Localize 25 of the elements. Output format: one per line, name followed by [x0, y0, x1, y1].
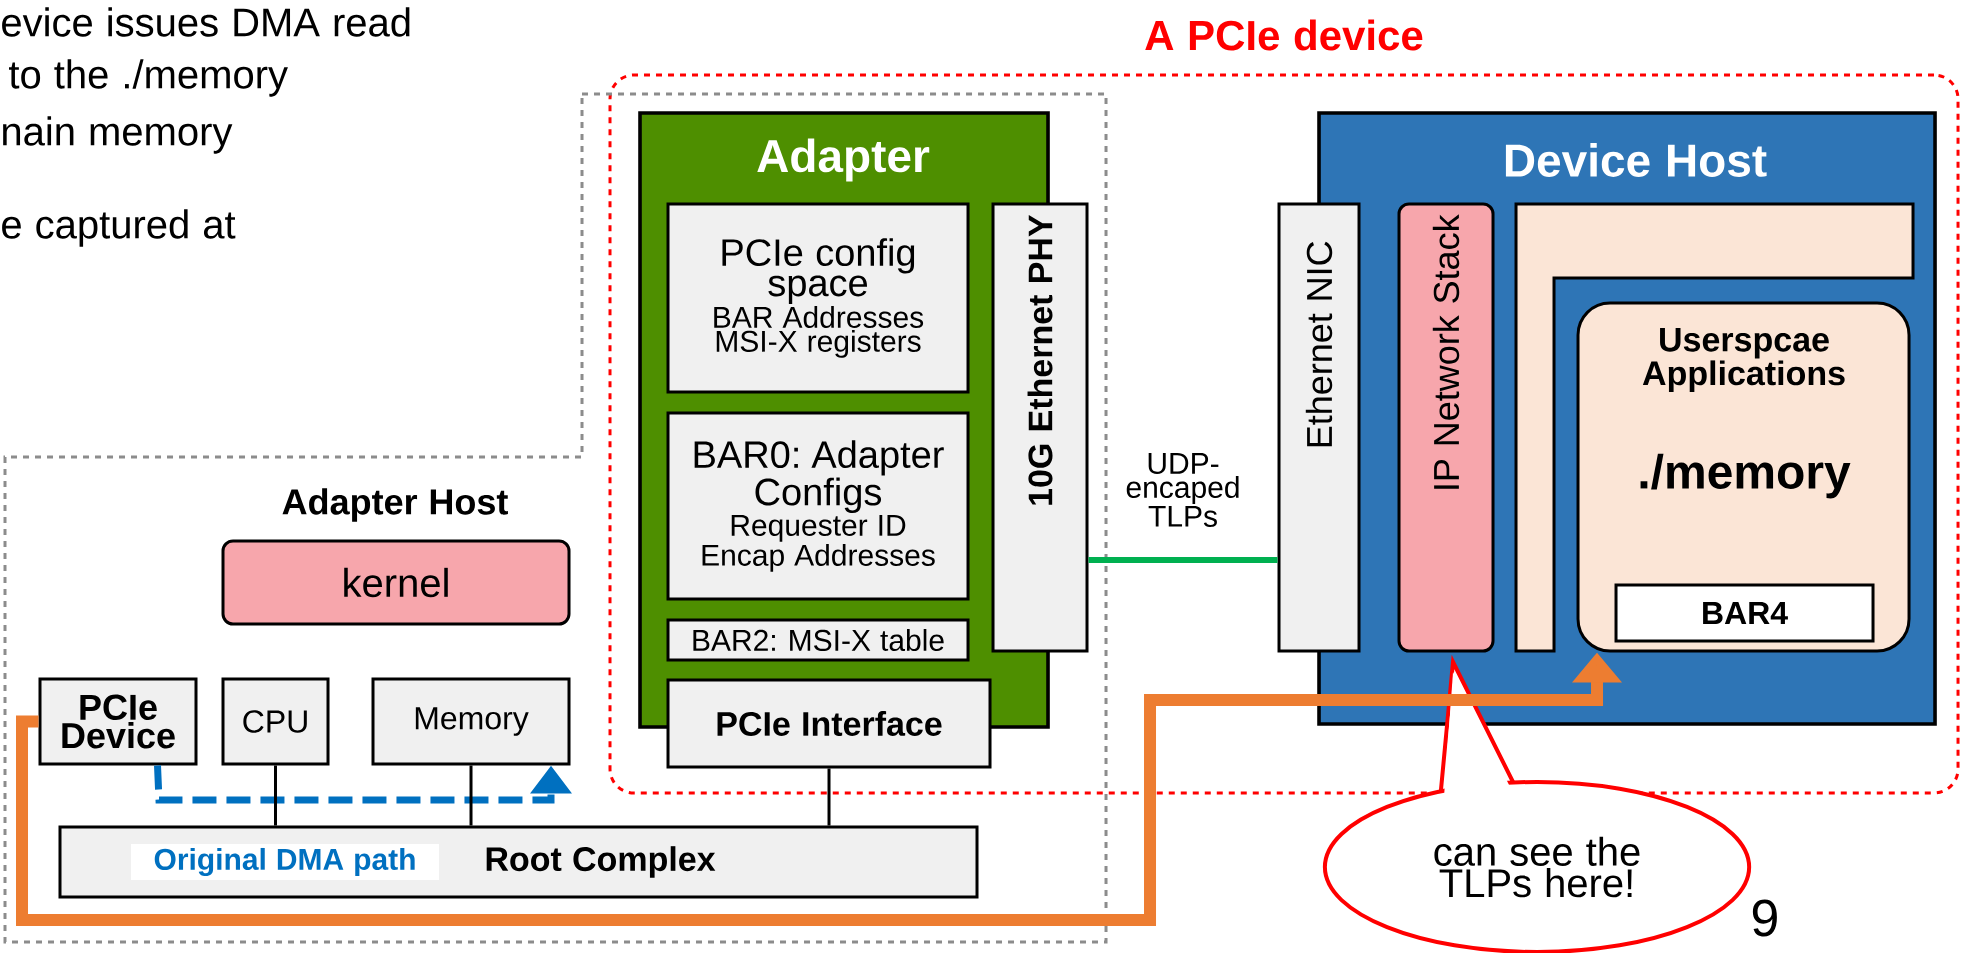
slide-text: e captured at — [2, 209, 236, 247]
speech-bubble: can see the TLPs here! — [1322, 654, 1752, 953]
cpu-box: CPU — [221, 677, 330, 766]
memory-box: Memory — [371, 677, 571, 766]
edge-label: Original DMA path — [131, 843, 439, 881]
library-box — [1514, 202, 1915, 653]
bus-line — [274, 765, 277, 826]
link-line — [1088, 557, 1278, 563]
interface-box: PCIe Interface — [666, 678, 992, 769]
node-label: can see the TLPs here! — [1434, 836, 1640, 898]
edge-label: UDP-encaped TLPs — [1114, 449, 1252, 531]
table-box: BAR2: MSI-X table — [666, 618, 970, 662]
kernel-box: kernel — [221, 539, 571, 626]
node-label: A PCIe device — [1145, 19, 1423, 51]
slide-text: nain memory — [3, 116, 233, 154]
nic-box: Ethernet NIC — [1277, 202, 1361, 653]
slide-text: evice issues DMA read — [2, 7, 410, 37]
phy-box: 10G Ethernet PHY — [991, 202, 1089, 653]
register-box: BAR4 — [1614, 583, 1875, 643]
bus-line — [827, 768, 831, 826]
bus-line — [469, 765, 473, 826]
network-stack-box: IP Network Stack — [1397, 202, 1495, 653]
device-box: PCIe Device — [38, 677, 198, 766]
config-space-box: PCIe config space BAR Addresses MSI-X registers — [666, 202, 970, 394]
register-box: BAR0: Adapter Configs Requester ID Encap Addresses — [666, 411, 970, 601]
